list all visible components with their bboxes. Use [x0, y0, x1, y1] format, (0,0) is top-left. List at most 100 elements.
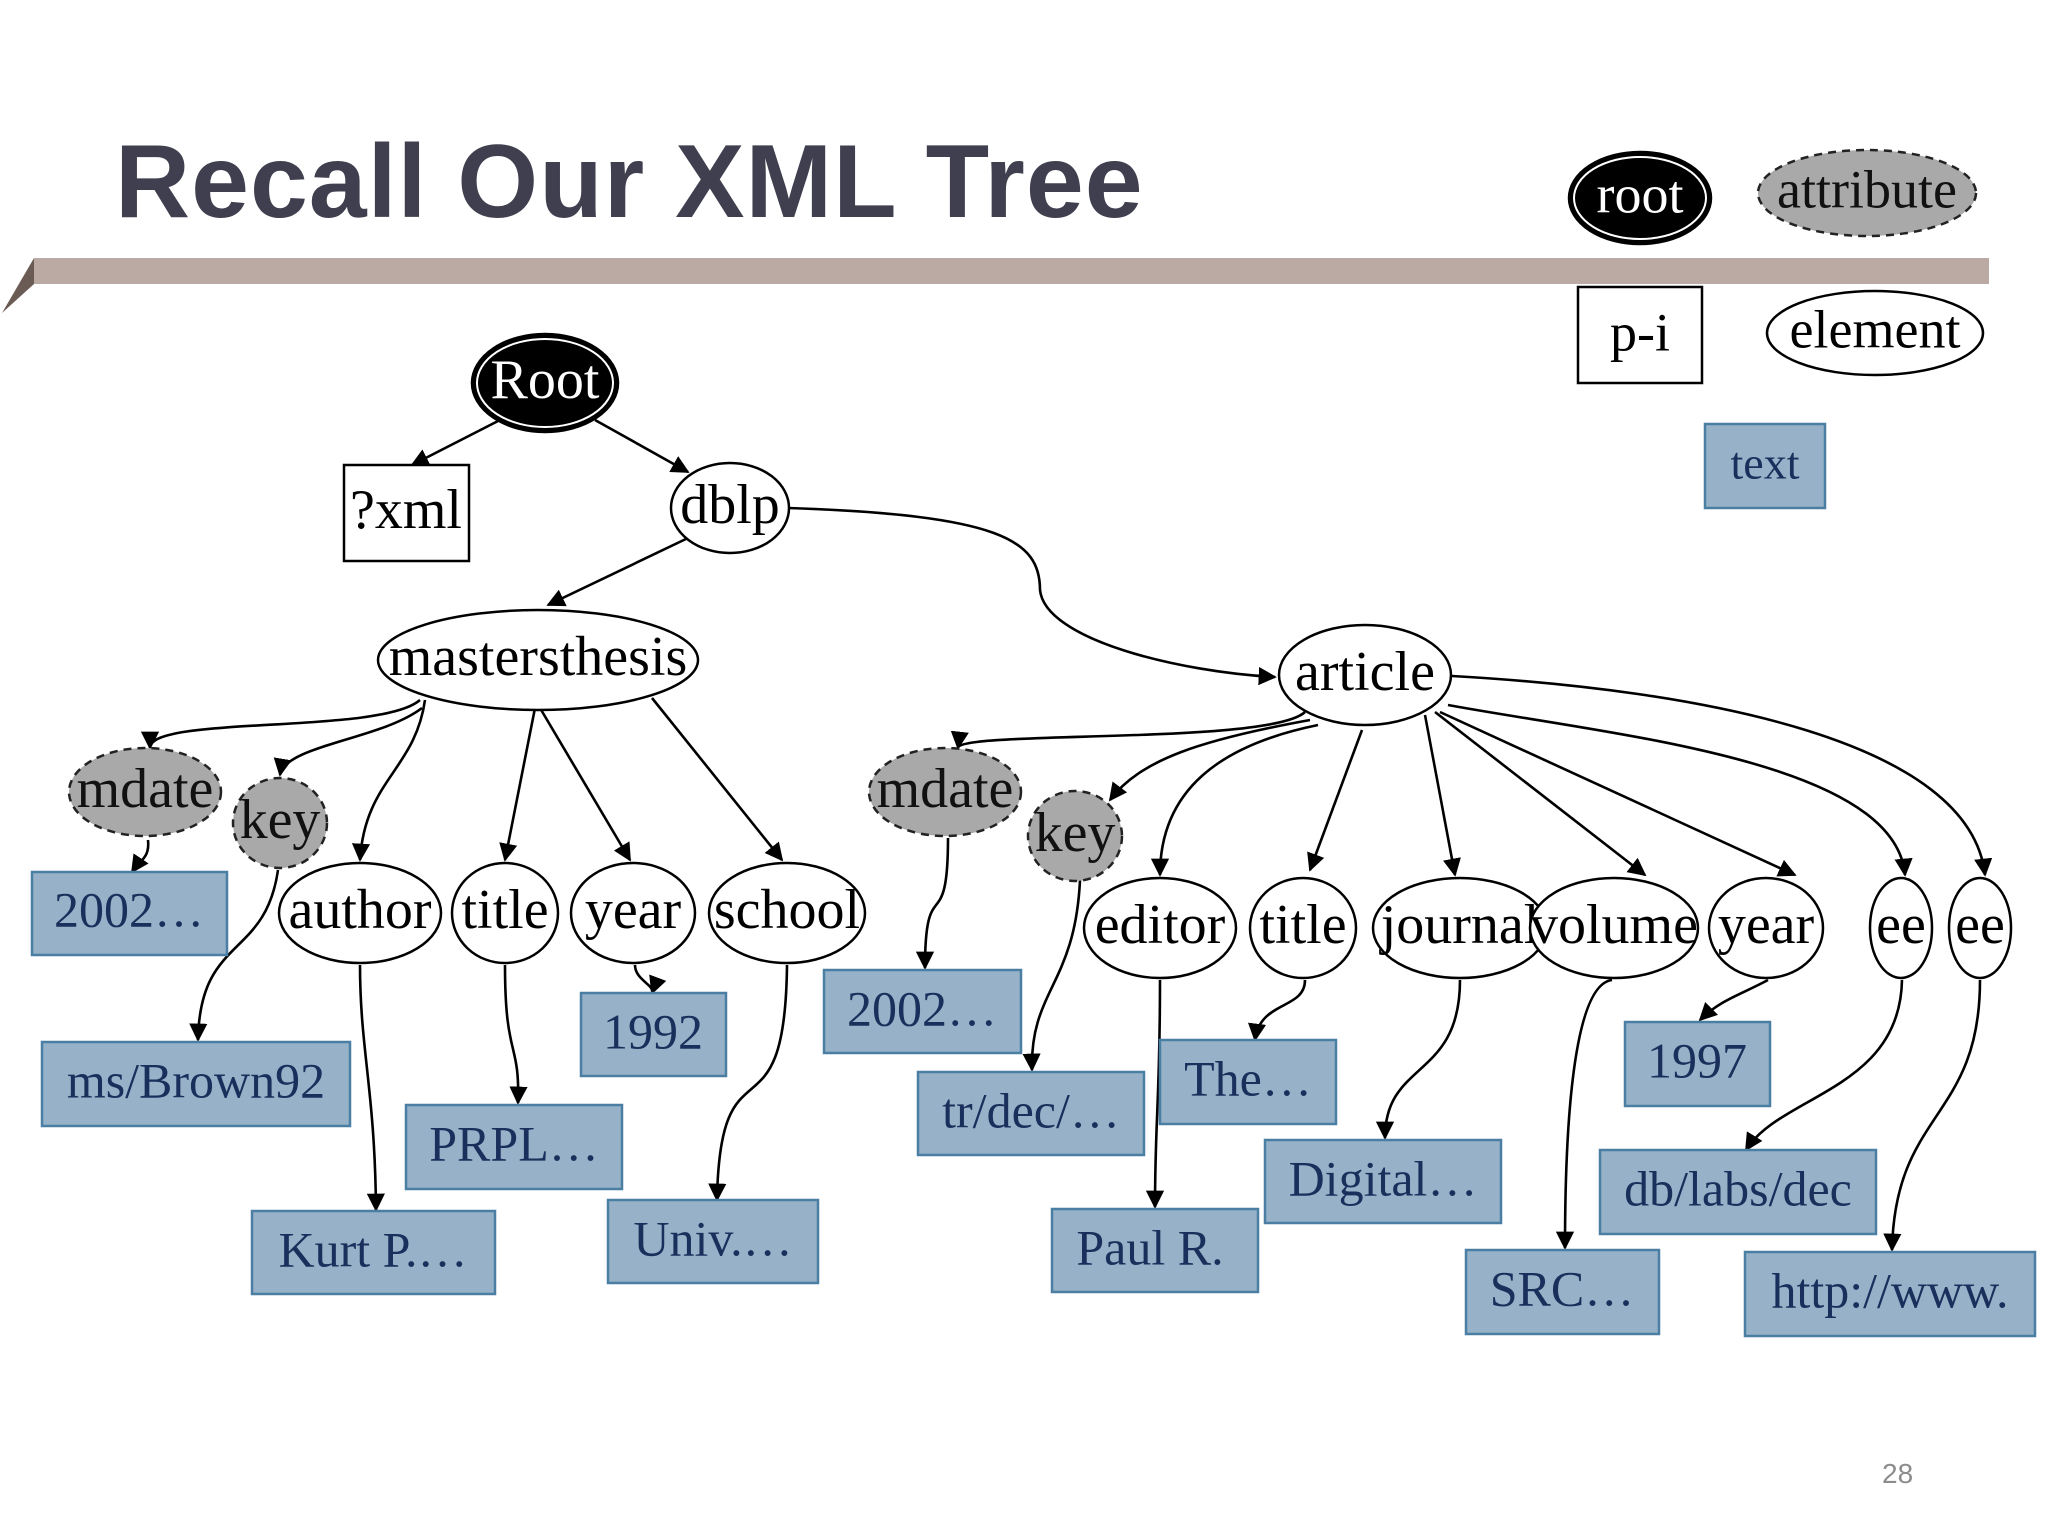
legend-pi-label: p-i	[1610, 302, 1670, 362]
legend-attribute: attribute	[1756, 148, 1978, 238]
node-ar-year-label: year	[1718, 894, 1815, 956]
text-mt-key-label: ms/Brown92	[67, 1052, 325, 1108]
node-ar-title: title	[1248, 876, 1358, 980]
node-dblp-label: dblp	[680, 474, 780, 536]
edge-mt-author	[351, 699, 427, 862]
edge-ar-editor-text	[1145, 979, 1165, 1209]
node-ar-ee2: ee	[1947, 876, 2013, 980]
node-article: article	[1277, 623, 1453, 727]
text-ar-volume: SRC…	[1464, 1248, 1661, 1336]
node-ar-editor: editor	[1082, 876, 1238, 980]
node-ar-journal: journal	[1371, 876, 1549, 980]
text-mt-mdate-label: 2002…	[54, 881, 204, 937]
text-ar-ee1-label: db/labs/dec	[1624, 1160, 1852, 1216]
node-ar-journal-label: journal	[1379, 894, 1540, 956]
text-ar-ee2-label: http://www.	[1771, 1262, 2008, 1318]
legend-pi: p-i	[1576, 285, 1704, 385]
legend-element: element	[1765, 289, 1985, 377]
text-ar-editor-label: Paul R.	[1076, 1219, 1223, 1275]
node-mt-year: year	[569, 861, 697, 965]
text-ar-editor: Paul R.	[1050, 1207, 1260, 1294]
edge-ar-mdate-text	[915, 837, 950, 970]
legend-root: root	[1567, 150, 1713, 246]
edge-ar-volume-text	[1555, 978, 1613, 1250]
edge-dblp-article	[787, 506, 1277, 686]
node-ar-volume-label: volume	[1530, 894, 1698, 956]
edge-ar-year-text	[1698, 978, 1769, 1022]
edge-ar-key-text	[1022, 879, 1082, 1072]
text-ar-key-label: tr/dec/…	[942, 1082, 1120, 1138]
node-mt-school: school	[707, 861, 867, 965]
text-mt-school-label: Univ.…	[633, 1210, 792, 1266]
slide-title: Recall Our XML Tree	[115, 124, 1144, 240]
edge-dblp-mastersthesis	[546, 536, 689, 607]
text-ar-year: 1997	[1623, 1020, 1772, 1108]
text-ar-title: The…	[1158, 1038, 1338, 1126]
node-ar-ee1-label: ee	[1876, 894, 1926, 956]
text-mt-year: 1992	[579, 991, 728, 1078]
node-mt-mdate: mdate	[67, 746, 223, 838]
legend-text: text	[1703, 422, 1827, 510]
node-ar-mdate: mdate	[867, 746, 1023, 838]
edge-root-xml	[410, 418, 501, 467]
node-mt-year-label: year	[585, 879, 682, 941]
edge-mt-key-text	[189, 869, 280, 1042]
edge-ar-ee2	[1451, 674, 1993, 877]
edge-mt-year	[538, 707, 632, 862]
text-mt-author-label: Kurt P.…	[279, 1221, 468, 1277]
text-mt-mdate: 2002…	[30, 870, 229, 957]
edge-mt-mdate	[141, 699, 421, 750]
edge-mt-mdate-text	[130, 839, 150, 874]
node-mt-title: title	[450, 861, 560, 965]
edge-ar-editor	[1150, 723, 1319, 877]
text-ar-journal: Digital…	[1263, 1138, 1503, 1225]
legend: root attribute p-i element text	[1567, 148, 1985, 510]
tree-nodes: Root ?xml dblp mastersthesis article	[67, 332, 2013, 980]
edge-ar-ee1-text	[1744, 979, 1904, 1152]
edge-mt-title-text	[503, 964, 528, 1105]
text-ar-ee2: http://www.	[1743, 1250, 2037, 1338]
edge-ar-journal	[1423, 714, 1461, 877]
edge-ar-year	[1439, 710, 1797, 877]
node-ar-volume: volume	[1528, 876, 1700, 980]
legend-root-label: root	[1597, 164, 1684, 224]
legend-text-label: text	[1731, 438, 1800, 489]
node-dblp: dblp	[669, 461, 791, 555]
edge-mt-year-text	[633, 964, 667, 995]
text-ar-journal-label: Digital…	[1289, 1150, 1478, 1206]
edge-mt-author-text	[358, 964, 385, 1212]
text-mt-key: ms/Brown92	[40, 1040, 352, 1128]
edge-ar-ee1	[1447, 703, 1913, 877]
text-mt-title-label: PRPL…	[429, 1115, 599, 1171]
text-ar-volume-label: SRC…	[1490, 1260, 1635, 1316]
edge-ar-title-text	[1248, 979, 1307, 1042]
edge-ar-title	[1307, 729, 1364, 872]
node-mt-key: key	[231, 776, 329, 870]
node-xml-pi-label: ?xml	[350, 479, 462, 541]
node-ar-ee2-label: ee	[1955, 894, 2005, 956]
node-mt-key-label: key	[240, 789, 321, 851]
node-mt-school-label: school	[714, 879, 860, 941]
edge-mt-school-text	[708, 964, 789, 1202]
tree-edges	[130, 418, 1993, 1252]
text-mt-title: PRPL…	[404, 1103, 624, 1191]
edge-mt-title	[499, 707, 537, 862]
edge-mt-key	[273, 706, 423, 777]
text-ar-mdate: 2002…	[822, 968, 1023, 1055]
node-ar-year: year	[1707, 876, 1825, 980]
node-mt-author: author	[277, 861, 443, 965]
edge-ar-ee2-text	[1883, 979, 1982, 1252]
text-mt-year-label: 1992	[603, 1003, 703, 1059]
text-nodes: 2002… ms/Brown92 Kurt P.… PRPL… 1992 Uni…	[30, 870, 2037, 1338]
edge-ar-key	[1108, 718, 1311, 802]
node-mt-author-label: author	[288, 879, 431, 941]
node-ar-ee1: ee	[1868, 876, 1934, 980]
legend-element-label: element	[1790, 299, 1961, 359]
text-mt-school: Univ.…	[606, 1198, 820, 1285]
node-ar-mdate-label: mdate	[877, 758, 1014, 820]
node-mt-mdate-label: mdate	[77, 758, 214, 820]
node-mastersthesis: mastersthesis	[376, 608, 700, 712]
node-xml-pi: ?xml	[342, 463, 471, 563]
